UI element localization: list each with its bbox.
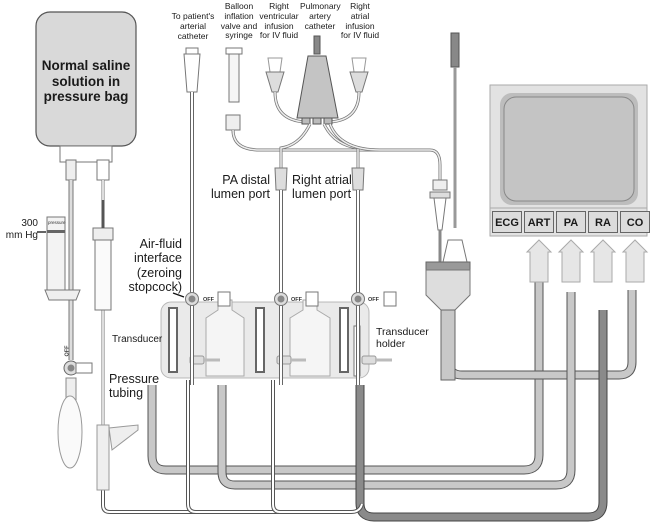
inflation-bulb-icon [57, 395, 83, 469]
monitor-port-art[interactable]: ART [524, 211, 554, 233]
monitor-port-ecg[interactable]: ECG [492, 211, 522, 233]
stopcock-off-label-3: OFF [368, 297, 379, 303]
ra-lumen-port [351, 167, 365, 300]
pressure-gauge [44, 216, 81, 301]
bag-label: Normal saline solution in pressure bag [41, 58, 131, 105]
label-transducer: Transducer [112, 334, 163, 345]
label-ra-lumen-port: Right atrial lumen port [292, 173, 352, 202]
thermistor-connector [429, 179, 451, 265]
gauge-marking: pressure [48, 220, 66, 225]
monitor-port-pa[interactable]: PA [556, 211, 586, 233]
pa-distal-port [274, 167, 288, 300]
label-balloon-syringe: Balloon inflation valve and syringe [220, 1, 258, 41]
stopcock-off-label-1: OFF [203, 297, 214, 303]
label-air-fluid-interface: Air-fluid interface (zeroing stopcock) [128, 237, 183, 295]
monitor [489, 84, 648, 237]
monitor-connectors [525, 239, 649, 283]
pressure-tubing [101, 490, 364, 514]
pa-catheter-hub [296, 35, 339, 125]
ra-infusion-port [329, 57, 369, 124]
label-pressure-tubing: Pressure tubing [109, 372, 160, 401]
label-transducer-holder: Transducer holder [376, 326, 429, 351]
stopcock-2[interactable] [274, 291, 319, 307]
label-300-mmhg: 300 mm Hg [5, 218, 38, 241]
balloon-syringe [225, 47, 420, 152]
label-rv-infusion: Right ventricular infusion for IV fluid [259, 1, 299, 41]
label-pa-distal-port: PA distal lumen port [210, 173, 270, 202]
pointer-arrow [172, 292, 185, 298]
cable-loops [101, 250, 637, 522]
arterial-connector [183, 47, 201, 300]
monitor-port-ra[interactable]: RA [588, 211, 618, 233]
bag-stopcock-off-label: OFF [64, 345, 71, 357]
stopcock-off-label-2: OFF [291, 297, 302, 303]
label-pa-catheter: Pulmonary artery catheter [300, 1, 341, 31]
flush-device [96, 424, 139, 491]
co-module [425, 261, 471, 381]
monitor-port-co[interactable]: CO [620, 211, 650, 233]
label-ra-infusion: Right atrial infusion for IV fluid [340, 1, 380, 41]
bulb-stopcock [57, 360, 93, 469]
drip-chamber [92, 200, 114, 311]
saline-bag [35, 11, 137, 181]
stopcock-1[interactable] [185, 291, 231, 307]
stopcock-3[interactable] [351, 291, 397, 307]
co-probe [442, 32, 468, 263]
rv-infusion-port [265, 57, 306, 124]
label-arterial-catheter: To patient's arterial catheter [171, 11, 215, 41]
transducer-holder [160, 299, 392, 379]
